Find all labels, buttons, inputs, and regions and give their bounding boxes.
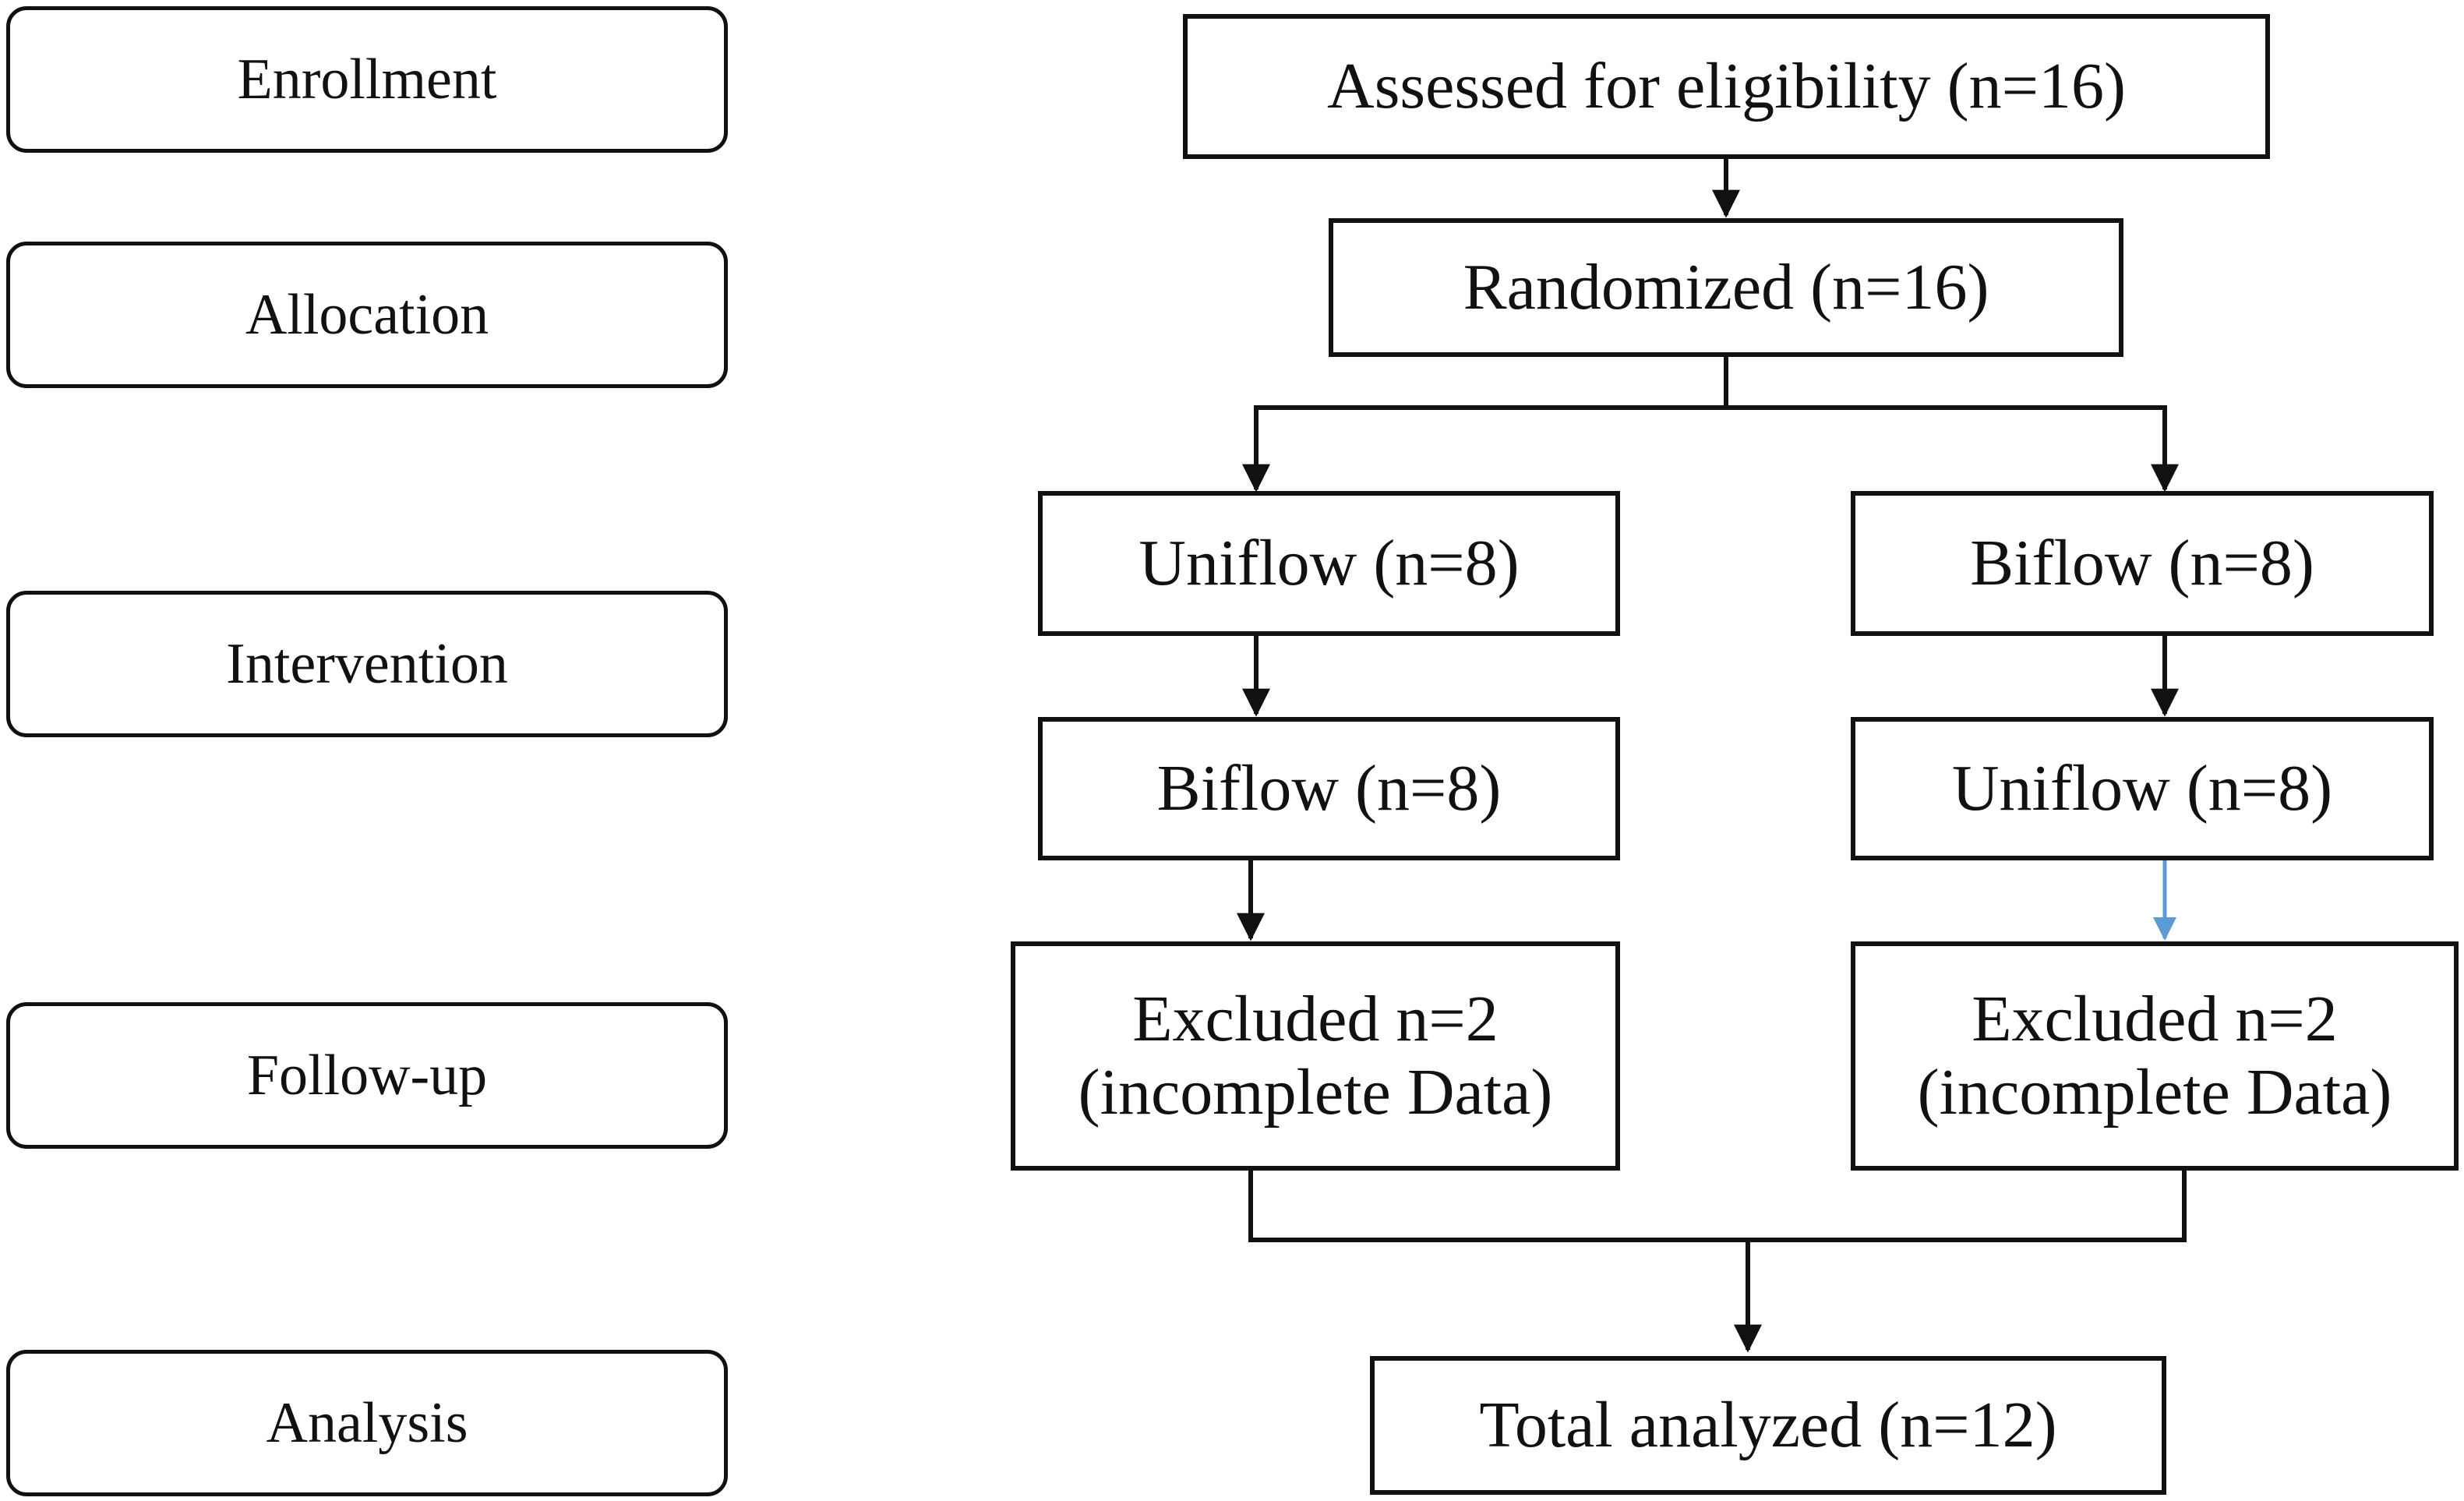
stage-intervention: Intervention bbox=[6, 591, 728, 737]
stage-intervention-label: Intervention bbox=[226, 632, 508, 696]
stage-analysis-label: Analysis bbox=[266, 1391, 468, 1455]
stage-enrollment-label: Enrollment bbox=[237, 48, 497, 111]
stage-follow-up-label: Follow-up bbox=[246, 1044, 488, 1107]
stage-analysis: Analysis bbox=[6, 1350, 728, 1496]
node-left-excluded-line1: Excluded n=2 bbox=[1132, 982, 1499, 1055]
node-assessed-text: Assessed for eligibility (n=16) bbox=[1327, 49, 2126, 122]
node-left-second: Biflow (n=8) bbox=[1038, 717, 1620, 860]
node-left-excluded-line2: (incomplete Data) bbox=[1078, 1056, 1553, 1128]
node-right-first: Biflow (n=8) bbox=[1851, 491, 2434, 636]
stage-allocation-label: Allocation bbox=[245, 283, 489, 347]
node-right-second: Uniflow (n=8) bbox=[1851, 717, 2434, 860]
node-right-excluded-line2: (incomplete Data) bbox=[1917, 1056, 2392, 1128]
node-left-first-text: Uniflow (n=8) bbox=[1138, 526, 1520, 599]
node-randomized: Randomized (n=16) bbox=[1329, 218, 2123, 357]
node-right-excluded-line1: Excluded n=2 bbox=[1972, 982, 2338, 1055]
stage-follow-up: Follow-up bbox=[6, 1002, 728, 1149]
stage-allocation: Allocation bbox=[6, 242, 728, 388]
node-right-first-text: Biflow (n=8) bbox=[1970, 526, 2314, 599]
node-left-second-text: Biflow (n=8) bbox=[1156, 751, 1502, 825]
stage-enrollment: Enrollment bbox=[6, 6, 728, 153]
node-total-analyzed-text: Total analyzed (n=12) bbox=[1479, 1388, 2057, 1461]
node-left-first: Uniflow (n=8) bbox=[1038, 491, 1620, 636]
node-assessed: Assessed for eligibility (n=16) bbox=[1183, 14, 2270, 159]
node-randomized-text: Randomized (n=16) bbox=[1463, 250, 1989, 323]
node-total-analyzed: Total analyzed (n=12) bbox=[1370, 1356, 2166, 1495]
node-right-second-text: Uniflow (n=8) bbox=[1951, 751, 2333, 825]
node-left-excluded: Excluded n=2 (incomplete Data) bbox=[1011, 941, 1620, 1171]
node-right-excluded: Excluded n=2 (incomplete Data) bbox=[1851, 941, 2459, 1171]
